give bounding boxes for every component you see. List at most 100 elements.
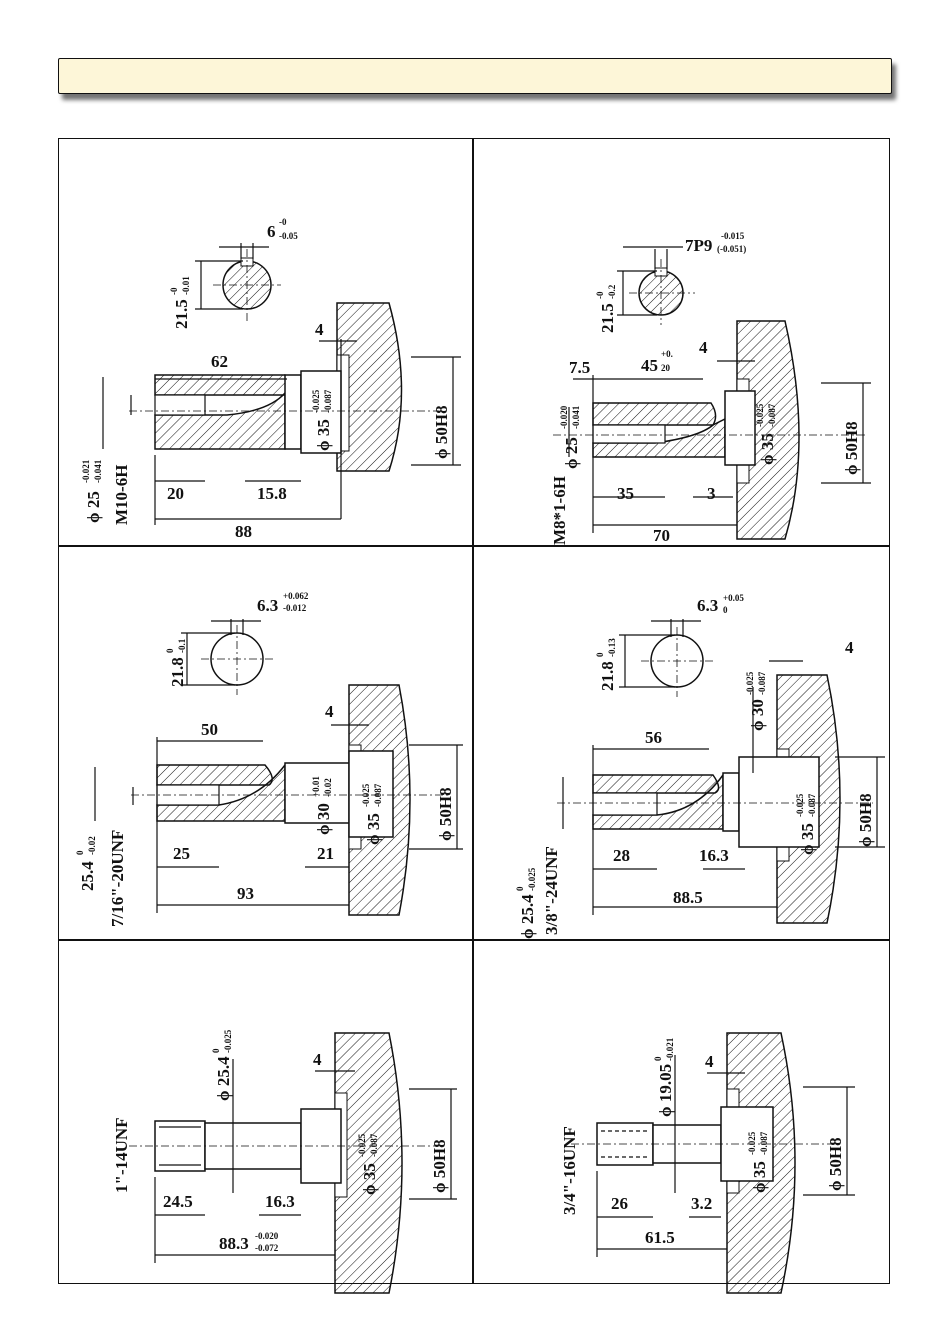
thread-length-label: 25 bbox=[173, 844, 190, 863]
bearing-tol-upper: -0.025 bbox=[311, 389, 321, 413]
shaft-diameter-tol-lower: -0.021 bbox=[665, 1037, 675, 1061]
shaft-diameter-label: 25.4 bbox=[78, 861, 97, 891]
thread-label: M10-6H bbox=[112, 465, 131, 525]
housing-diameter-label: ϕ 50H8 bbox=[430, 1139, 449, 1193]
flange-label: 4 bbox=[705, 1052, 714, 1071]
bearing-diameter-label: ϕ 35 bbox=[364, 813, 383, 845]
shoulder-label: 16.3 bbox=[699, 846, 729, 865]
neck-tol-lower: -0.087 bbox=[757, 671, 767, 695]
key-height-tol-lower: -0.01 bbox=[181, 276, 191, 295]
key-width-label: 6.3 bbox=[257, 596, 278, 615]
neck-tol-upper: +0.01 bbox=[311, 776, 321, 797]
bearing-tol-upper: -0.025 bbox=[755, 403, 765, 427]
key-height-tol-upper: -0 bbox=[595, 291, 605, 299]
bearing-diameter-label: ϕ 35 bbox=[314, 419, 333, 451]
bearing-tol-lower: -0.087 bbox=[767, 403, 777, 427]
key-width-tol-upper: -0 bbox=[279, 217, 287, 227]
lead-length-label: 7.5 bbox=[569, 358, 590, 377]
shaft-drawing-5: 4 24.5 16.3 88.3 -0.020 -0.072 ϕ 25.4 0 … bbox=[59, 943, 473, 1325]
bearing-tol-upper: -0.025 bbox=[361, 783, 371, 807]
bearing-tol-lower: -0.087 bbox=[369, 1133, 379, 1157]
shaft-drawing-6: 4 26 3.2 61.5 ϕ 19.05 0 -0.021 3/4"-16UN… bbox=[473, 943, 887, 1325]
key-length-tol-lower: 20 bbox=[661, 363, 671, 373]
neck-tol-upper: -0.025 bbox=[745, 671, 755, 695]
shoulder-label: 3 bbox=[707, 484, 716, 503]
bearing-diameter-label: ϕ 35 bbox=[798, 823, 817, 855]
key-length-tol-upper: +0. bbox=[661, 349, 673, 359]
shaft-diameter-tol-upper: -0.021 bbox=[81, 459, 91, 483]
total-length-tol-upper: -0.020 bbox=[255, 1231, 279, 1241]
total-length-label: 93 bbox=[237, 884, 254, 903]
shaft-drawing-3: 6.3 +0.062 -0.012 21.8 0 -0.1 bbox=[59, 549, 473, 931]
shaft-drawing-2: 7P9 -0.015 (-0.051) 21.5 -0 -0.2 bbox=[473, 153, 887, 545]
neck-diameter-label: ϕ 30 bbox=[314, 803, 333, 835]
title-banner bbox=[58, 58, 892, 94]
total-length-label: 88.5 bbox=[673, 888, 703, 907]
key-length-label: 50 bbox=[201, 720, 218, 739]
housing-diameter-label: ϕ 50H8 bbox=[432, 405, 451, 459]
flange-label: 4 bbox=[325, 702, 334, 721]
thread-length-label: 28 bbox=[613, 846, 630, 865]
shaft-diameter-label: ϕ 19.05 bbox=[656, 1064, 675, 1117]
key-height-tol-lower: -0.13 bbox=[607, 638, 617, 657]
housing-section bbox=[736, 320, 800, 540]
key-height-tol-upper: 0 bbox=[595, 652, 605, 657]
key-height-tol-upper: -0 bbox=[169, 287, 179, 295]
shaft-diameter-label: ϕ 25.4 bbox=[518, 894, 537, 939]
shaft-body bbox=[129, 370, 439, 454]
housing-section bbox=[336, 302, 403, 472]
bearing-tol-upper: -0.025 bbox=[795, 793, 805, 817]
shaft-body bbox=[129, 1108, 439, 1184]
thread-label: M8*1-6H bbox=[550, 476, 569, 545]
key-width-label: 6.3 bbox=[697, 596, 718, 615]
bearing-tol-upper: -0.025 bbox=[747, 1131, 757, 1155]
thread-length-label: 24.5 bbox=[163, 1192, 193, 1211]
total-length-label: 88 bbox=[235, 522, 252, 541]
key-height-tol-lower: -0.2 bbox=[607, 284, 617, 299]
shaft-body bbox=[557, 756, 873, 848]
shaft-body bbox=[571, 1106, 843, 1182]
shaft-diameter-tol-lower: -0.041 bbox=[93, 459, 103, 483]
key-width-tol-lower: 0 bbox=[723, 605, 728, 615]
thread-length-label: 35 bbox=[617, 484, 634, 503]
bearing-diameter-label: ϕ 35 bbox=[360, 1163, 379, 1195]
flange-label: 4 bbox=[845, 638, 854, 657]
key-length-label: 62 bbox=[211, 352, 228, 371]
bearing-tol-lower: -0.087 bbox=[373, 783, 383, 807]
shaft-body bbox=[553, 390, 865, 466]
key-length-label: 56 bbox=[645, 728, 662, 747]
bearing-tol-lower: -0.087 bbox=[759, 1131, 769, 1155]
grid-divider-vertical bbox=[472, 139, 474, 1283]
key-width-label: 7P9 bbox=[685, 236, 712, 255]
housing-diameter-label: ϕ 50H8 bbox=[826, 1137, 845, 1191]
shaft-body bbox=[131, 750, 449, 838]
housing-diameter-label: ϕ 50H8 bbox=[842, 421, 861, 475]
thread-length-label: 20 bbox=[167, 484, 184, 503]
shaft-diameter-tol-lower: -0.025 bbox=[223, 1029, 233, 1053]
shoulder-label: 15.8 bbox=[257, 484, 287, 503]
shaft-diameter-label: ϕ 25 bbox=[84, 491, 103, 523]
grid-divider-row-2 bbox=[59, 939, 889, 941]
bearing-diameter-label: ϕ 35 bbox=[750, 1161, 769, 1193]
key-height-label: 21.5 bbox=[172, 299, 191, 329]
keyway-cross-section bbox=[195, 243, 281, 321]
thread-length-label: 26 bbox=[611, 1194, 628, 1213]
bearing-diameter-label: ϕ 35 bbox=[758, 433, 777, 465]
grid-divider-row-1 bbox=[59, 545, 889, 547]
thread-label: 1"-14UNF bbox=[112, 1117, 131, 1193]
key-height-label: 21.5 bbox=[598, 303, 617, 333]
housing-diameter-label: ϕ 50H8 bbox=[856, 793, 875, 847]
shaft-diameter-tol-lower: -0.025 bbox=[527, 867, 537, 891]
keyway-cross-section bbox=[617, 246, 695, 325]
bearing-tol-lower: -0.087 bbox=[807, 793, 817, 817]
key-width-tol-lower: -0.05 bbox=[279, 231, 298, 241]
bearing-tol-upper: -0.025 bbox=[357, 1133, 367, 1157]
shaft-drawing-4: 6.3 +0.05 0 21.8 0 -0.13 bbox=[473, 549, 887, 939]
shaft-diameter-tol-upper: 0 bbox=[515, 886, 525, 891]
shaft-diameter-tol-lower: -0.02 bbox=[87, 836, 97, 855]
key-height-tol-upper: 0 bbox=[165, 648, 175, 653]
key-height-label: 21.8 bbox=[168, 657, 187, 687]
shaft-diameter-label: ϕ 25.4 bbox=[214, 1056, 233, 1101]
neck-tol-lower: -0.02 bbox=[323, 778, 333, 797]
shaft-diameter-tol-lower: -0.041 bbox=[571, 405, 581, 429]
